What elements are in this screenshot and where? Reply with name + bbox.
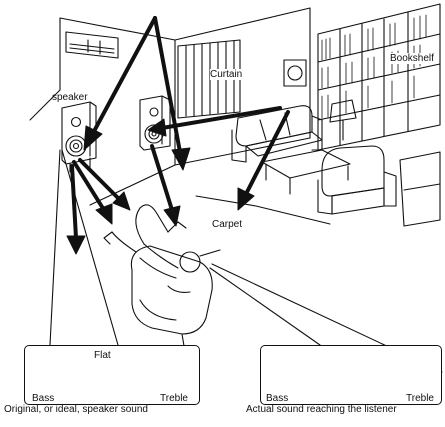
right-graph-caption: Actual sound reaching the listener	[246, 404, 397, 415]
armchair-corner	[400, 152, 440, 226]
right-speaker	[140, 96, 170, 150]
flat-label: Flat	[94, 350, 111, 361]
right-graph-bass-label: Bass	[266, 393, 288, 404]
wall-picture	[284, 60, 306, 86]
lamp	[330, 100, 356, 140]
connector-lines	[50, 150, 442, 372]
left-graph-treble-label: Treble	[160, 393, 188, 404]
bookshelf-label: Bookshelf	[390, 53, 434, 64]
air-conditioner	[66, 32, 118, 58]
speaker-label: speaker	[52, 92, 88, 103]
bookshelf	[318, 4, 440, 150]
armchair-right	[318, 146, 396, 214]
coffee-table	[262, 150, 350, 194]
carpet-label: Carpet	[212, 219, 242, 230]
listener	[104, 205, 220, 293]
curtain-label: Curtain	[210, 69, 242, 80]
left-graph-bass-label: Bass	[32, 393, 54, 404]
right-graph-treble-label: Treble	[406, 393, 434, 404]
left-graph-caption: Original, or ideal, speaker sound	[4, 404, 148, 415]
